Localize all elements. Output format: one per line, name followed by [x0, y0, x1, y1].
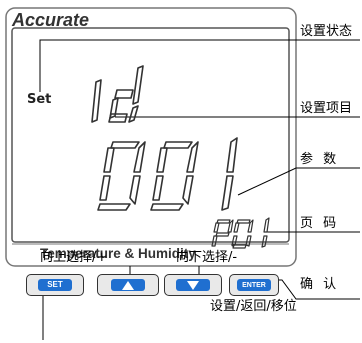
- digit-row2-1: [221, 137, 238, 211]
- digit-row1-i: [91, 79, 102, 123]
- callout-lines: [39, 39, 360, 340]
- digit-row3-1: [261, 217, 270, 248]
- up-button-face: [111, 279, 145, 291]
- set-state-leader: [39, 39, 360, 92]
- callout-set-item: 设置项目: [300, 101, 353, 116]
- callout-down: 向下选择/-: [176, 250, 238, 265]
- brand-label: Accurate: [12, 10, 90, 30]
- up-triangle-icon: [122, 280, 134, 290]
- digit-row2-0a: [97, 141, 146, 211]
- set-indicator: Set: [27, 92, 52, 107]
- digit-row2-0b: [150, 141, 199, 211]
- set-button-label: SET: [38, 279, 72, 291]
- down-triangle-icon: [187, 280, 199, 290]
- callout-up: 向上选择/+: [40, 250, 108, 265]
- callout-set-back-shift: 设置/返回/移位: [210, 299, 297, 314]
- callout-param: 参 数: [300, 152, 340, 167]
- digit-row3-0: [231, 219, 254, 249]
- callout-page-code: 页 码: [300, 216, 340, 231]
- set-button[interactable]: SET: [26, 274, 84, 296]
- device-footer-label: Temperature & Humidity: [40, 246, 196, 261]
- up-button[interactable]: [97, 274, 159, 296]
- lcd-digits: [91, 65, 270, 249]
- device-outer-frame: [5, 7, 297, 267]
- digit-row3-P: [211, 219, 234, 247]
- enter-button-label: ENTER: [237, 279, 271, 291]
- down-button[interactable]: [164, 274, 222, 296]
- callout-confirm: 确 认: [300, 277, 340, 292]
- callout-set-state: 设置状态: [300, 24, 353, 39]
- param-leader: [237, 167, 360, 196]
- lcd-frame: [11, 27, 290, 243]
- down-button-face: [176, 279, 210, 291]
- digit-row1-d: [108, 65, 144, 123]
- enter-button[interactable]: ENTER: [229, 274, 279, 296]
